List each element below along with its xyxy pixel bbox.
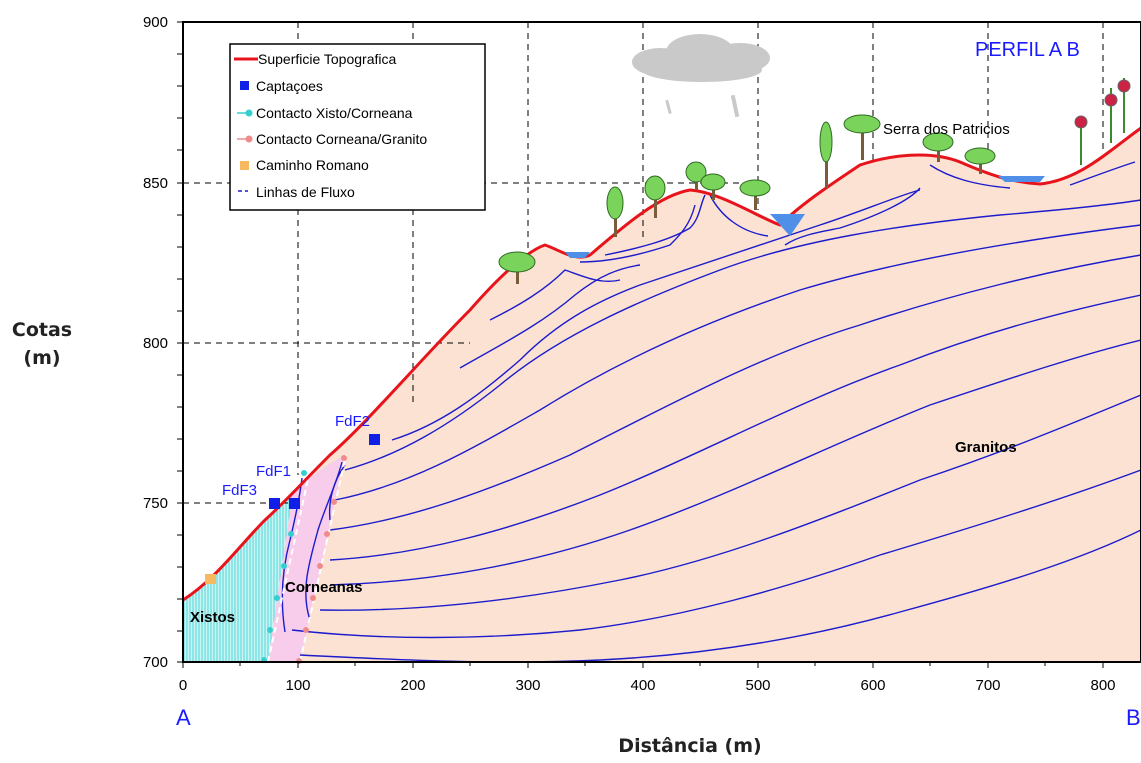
schist-zone [183,491,293,662]
tree-icon [685,161,707,190]
contact-lines [261,454,347,664]
well-fdf2-marker [369,434,380,445]
granitos-label: Granitos [955,439,1017,456]
flower-icon [1074,115,1088,165]
fdf3-label: FdF3 [222,482,257,499]
roman-road-marker [205,574,216,584]
x-tick-label: 200 [400,677,425,694]
x-axis [182,662,1104,668]
water-pockets [565,176,1045,258]
legend-item-schist-contact: Contacto Xisto/Corneana [256,105,413,121]
plot-frame [182,21,1141,663]
y-tick-label: 850 [143,175,168,192]
tree-icon [843,114,881,160]
tree-icon [644,175,666,218]
well-fdf3-marker [269,498,280,509]
serra-label: Serra dos Patricios [883,121,1010,138]
legend-item-roman-road: Caminho Romano [256,157,369,173]
x-tick-label: 700 [975,677,1000,694]
tree-icon [819,121,833,188]
fdf2-label: FdF2 [335,413,370,430]
cloud-icon [632,34,770,118]
x-axis-title: Distância (m) [618,735,761,757]
legend-item-topography: Superficie Topografica [258,51,396,67]
xistos-label: Xistos [190,609,235,626]
legend-item-flow-lines: Linhas de Fluxo [256,184,355,200]
x-tick-label: 0 [179,677,187,694]
x-tick-label: 100 [285,677,310,694]
y-axis-title: Cotas [12,319,72,341]
corneanas-label: Corneanas [285,579,363,596]
y-tick-label: 750 [143,495,168,512]
tree-icon [498,251,536,284]
granite-body [183,128,1141,662]
y-tick-label: 700 [143,654,168,671]
legend-item-granite-contact: Contacto Corneana/Granito [256,131,427,147]
y-tick-label: 900 [143,14,168,31]
profile-title: PERFIL A B [975,39,1080,61]
tree-icon [964,147,996,174]
y-axis [177,21,183,663]
x-tick-label: 500 [745,677,770,694]
y-tick-label: 800 [143,335,168,352]
wells [269,434,380,509]
x-tick-label: 800 [1090,677,1115,694]
flower-icon [1117,78,1131,133]
flower-icon [1104,88,1118,143]
y-axis-title-unit: (m) [23,347,60,369]
topographic-surface [183,126,1141,602]
fdf1-label: FdF1 [256,463,291,480]
x-tick-label: 300 [515,677,540,694]
tree-icon [606,186,624,237]
tree-icon [922,132,954,162]
legend: Superficie Topografica Captaçoes Contact… [229,43,486,211]
profile-end-a: A [176,705,191,730]
well-fdf1-marker [289,498,300,509]
profile-end-b: B [1126,705,1141,730]
legend-item-wells: Captaçoes [256,78,323,94]
x-tick-label: 600 [860,677,885,694]
tree-icon [700,173,726,200]
tree-icon [739,179,771,210]
x-tick-label: 400 [630,677,655,694]
flow-lines [281,161,1141,662]
tree-icons [498,78,1131,284]
